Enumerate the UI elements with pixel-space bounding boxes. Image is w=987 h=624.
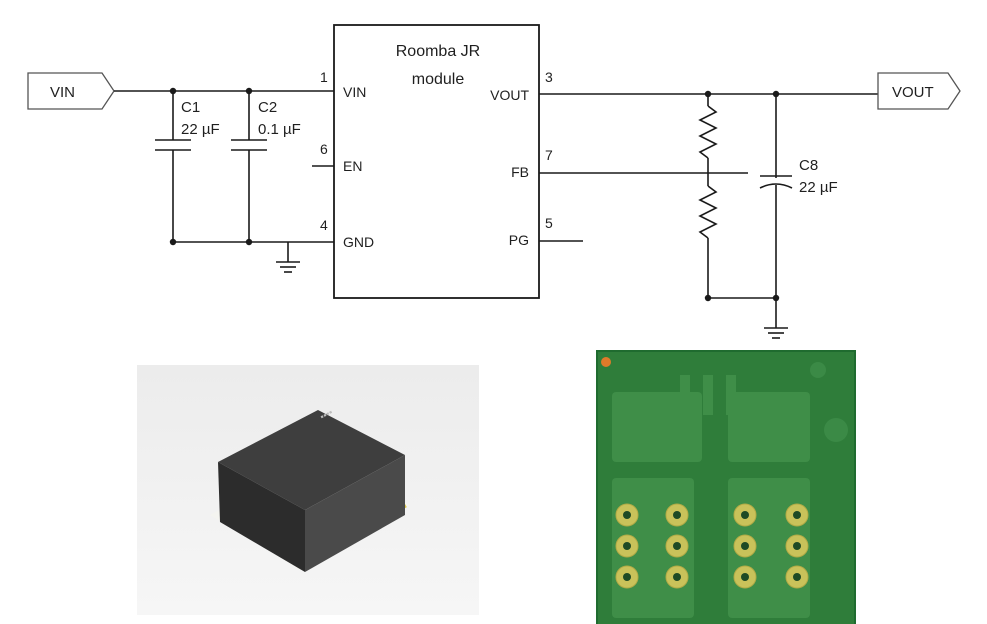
pin-name-pg: PG bbox=[509, 232, 529, 248]
pin1-marker-icon bbox=[601, 357, 611, 367]
pin-name-gnd: GND bbox=[343, 234, 374, 250]
module-title-line1: Roomba JR bbox=[396, 43, 480, 60]
pin-name-en: EN bbox=[343, 158, 362, 174]
pin-number-vout: 3 bbox=[545, 69, 553, 85]
c1-ref: C1 bbox=[181, 99, 200, 116]
pin-number-pg: 5 bbox=[545, 215, 553, 231]
c2-ref: C2 bbox=[258, 99, 277, 116]
c1-value: 22 µF bbox=[181, 121, 220, 138]
pin-number-gnd: 4 bbox=[320, 217, 328, 233]
package-3d-render: ▪▪▪▪ bbox=[137, 365, 479, 615]
c2-value: 0.1 µF bbox=[258, 121, 301, 138]
vout-port: VOUT bbox=[877, 72, 961, 110]
vout-port-label: VOUT bbox=[892, 84, 934, 101]
module-title-line2: module bbox=[412, 71, 465, 88]
capacitor-c8: C8 22 µF bbox=[759, 94, 838, 298]
capacitor-c2: C2 0.1 µF bbox=[231, 91, 301, 242]
pin-name-vin: VIN bbox=[343, 84, 366, 100]
pcb-footprint-render bbox=[596, 350, 856, 624]
pin-number-vin: 1 bbox=[320, 69, 328, 85]
resistor-divider bbox=[698, 94, 718, 298]
c8-value: 22 µF bbox=[799, 179, 838, 196]
junction-dot bbox=[704, 294, 712, 302]
capacitor-c1: C1 22 µF bbox=[155, 91, 220, 242]
module-block: Roomba JR module 1 VIN 6 EN 4 GND 3 VOUT… bbox=[320, 24, 553, 299]
vin-port-label: VIN bbox=[50, 84, 75, 101]
pin-name-vout: VOUT bbox=[490, 87, 529, 103]
pin-number-en: 6 bbox=[320, 141, 328, 157]
pin-name-fb: FB bbox=[511, 164, 529, 180]
junction-dot bbox=[245, 238, 253, 246]
junction-dot bbox=[169, 238, 177, 246]
vin-port: VIN bbox=[27, 72, 115, 110]
ground-symbol bbox=[764, 298, 788, 339]
pin-number-fb: 7 bbox=[545, 147, 553, 163]
c8-ref: C8 bbox=[799, 157, 818, 174]
ground-symbol bbox=[276, 242, 300, 273]
